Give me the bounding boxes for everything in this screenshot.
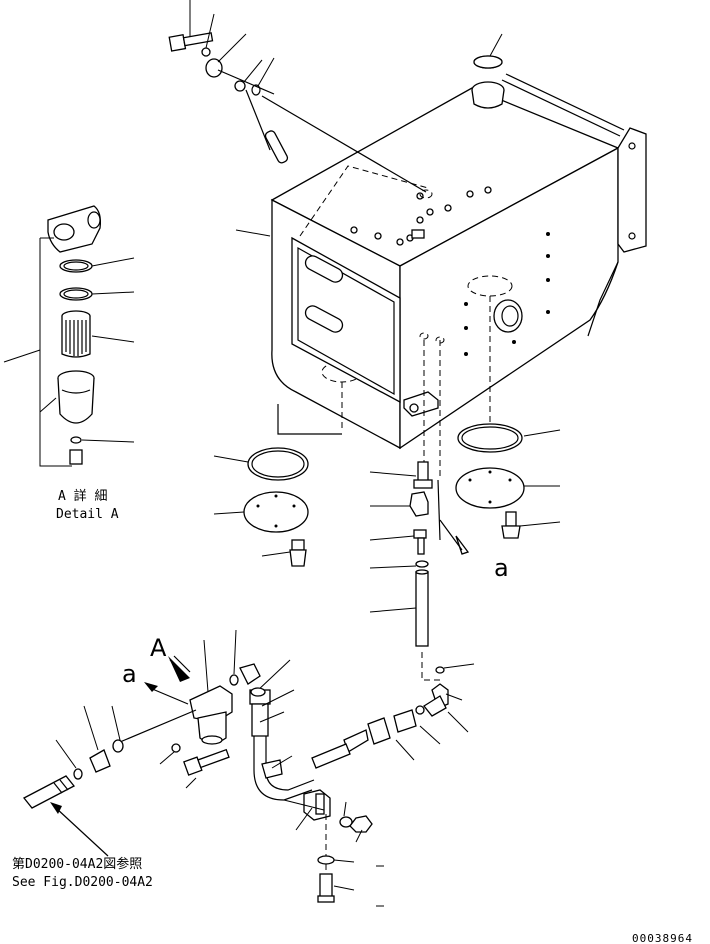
- ref-letter-a-right: a: [494, 554, 509, 582]
- detail-a-title-en: Detail A: [56, 507, 119, 522]
- detail-a-title-jp: A 詳 細: [58, 488, 107, 504]
- drain-fittings: a: [369, 461, 509, 681]
- strainer-assembly: A a 第D0200-04A2図参照 See Fig.D0200-04A2: [12, 629, 266, 890]
- bolt-top: [168, 32, 214, 52]
- inspection-cover-left: [213, 404, 342, 567]
- see-fig-jp: 第D0200-04A2図参照: [12, 856, 142, 872]
- view-letter-a: A: [150, 634, 167, 662]
- piping: [249, 659, 469, 907]
- top-parts: [168, 0, 503, 193]
- top-bosses: [350, 186, 492, 246]
- ref-letter-a-left: a: [122, 660, 137, 688]
- detail-a: A 詳 細 Detail A: [3, 205, 135, 522]
- hydraulic-tank: [235, 55, 647, 480]
- pin: [264, 130, 289, 164]
- drawing-number: 00038964: [632, 932, 693, 944]
- inspection-cover-right: [455, 423, 561, 539]
- see-fig-en: See Fig.D0200-04A2: [12, 875, 153, 890]
- side-holes: [464, 232, 550, 356]
